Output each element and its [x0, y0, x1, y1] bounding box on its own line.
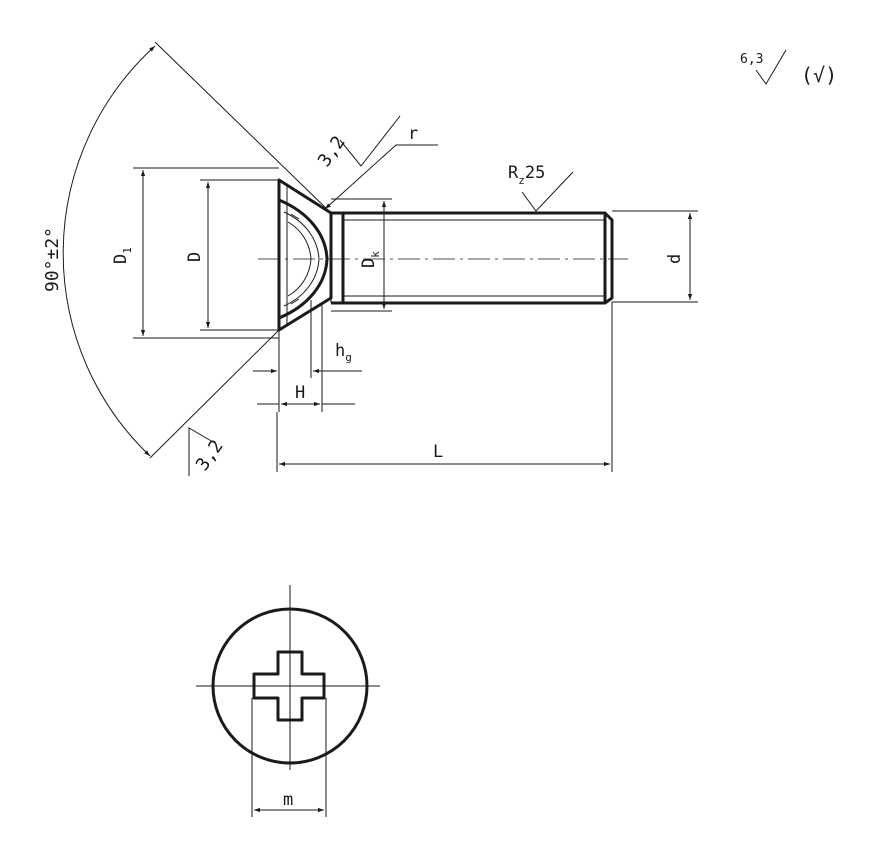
general-roughness: 6,3 (√) [740, 49, 837, 87]
angle-extension-upper [154, 41, 332, 214]
d-thread-label: d [665, 254, 685, 264]
recess-inner [283, 211, 320, 307]
angle-extension-lower [149, 329, 280, 459]
r-label: r [408, 124, 418, 144]
other-surfaces-symbol: (√) [801, 63, 837, 87]
d1-label: D1 [111, 247, 134, 264]
recess-outer [278, 198, 329, 320]
recess-hatch-2 [290, 298, 300, 305]
side-view: 90°±2° D1 D Dk d hg H [42, 41, 698, 476]
dk-label: Dk [359, 251, 382, 268]
m-label: m [283, 790, 293, 810]
front-view: m [196, 585, 380, 817]
cross-recess [252, 650, 326, 722]
screw-shank [331, 211, 614, 305]
h-label: H [295, 383, 305, 403]
angle-arc [62, 45, 156, 457]
roughness-thread-symbol [521, 171, 574, 212]
head-circle [211, 607, 369, 765]
general-roughness-symbol [755, 49, 787, 85]
recess-hatch-1 [290, 213, 300, 220]
general-roughness-value: 6,3 [740, 52, 763, 67]
roughness-face-value: 3,2 [192, 436, 228, 475]
angle-label: 90°±2° [42, 227, 63, 292]
r-leader [324, 144, 438, 210]
roughness-cone-symbol [339, 115, 401, 167]
hg-label: hg [335, 341, 352, 364]
roughness-thread-label: Rz25 [508, 163, 545, 187]
roughness-face-symbol [188, 427, 214, 476]
recess-inner-2 [287, 221, 312, 297]
d-label: D [185, 252, 205, 262]
roughness-cone-value: 3,2 [314, 132, 350, 171]
l-label: L [433, 442, 443, 462]
